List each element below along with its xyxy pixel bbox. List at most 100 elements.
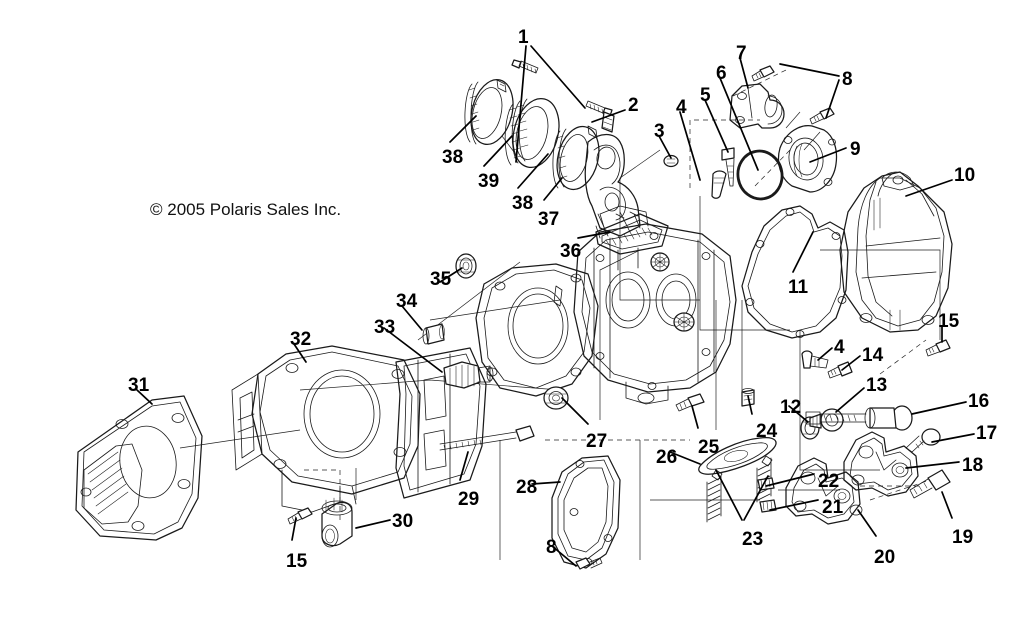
callout-intake-manifold-stud: 2 <box>628 95 639 116</box>
callout-intake-manifold-gasket: 36 <box>560 241 582 262</box>
leader-line-cylinder-stud-bolt-0 <box>459 451 469 481</box>
callout-washer: 13 <box>866 375 888 396</box>
part-20-rocker-arm-intake <box>785 457 863 525</box>
part-29-cylinder-stud-bolt <box>439 425 535 451</box>
callout-cylinder-head-bolt: 25 <box>698 437 720 458</box>
leader-line-rocker-shaft-bolt-0 <box>941 491 953 519</box>
part-28-tensioner-cover-gasket <box>551 455 621 569</box>
part-27-valve-stem-seal-lower <box>543 386 569 410</box>
callout-dowel-pin: 24 <box>756 421 778 442</box>
part-8-flange-bolt-upper <box>751 65 775 82</box>
callout-rocker-shaft: 22 <box>818 471 840 492</box>
leader-line-flange-bolt-1 <box>825 79 840 119</box>
callout-valve-cover-bolt: 14 <box>862 345 884 366</box>
leader-line-oil-jet-0 <box>383 327 443 373</box>
callout-cylinder: 32 <box>290 329 312 350</box>
callout-seal-washer: 12 <box>780 397 802 418</box>
part-3-dowel-pin <box>663 154 679 168</box>
part-17-rocker-adjuster-screw <box>905 428 941 453</box>
leader-line-dowel-sleeve-0 <box>401 305 423 331</box>
leader-line-cylinder-head-dowel-0 <box>817 347 833 361</box>
leader-line-water-outlet-elbow-0 <box>355 519 391 529</box>
part-30-water-outlet-elbow <box>321 497 353 548</box>
leader-line-rocker-arm-adjuster-screw-0 <box>931 433 975 443</box>
callout-flange-bolt: 15 <box>938 311 960 332</box>
callout-water-outlet-elbow: 30 <box>392 511 414 532</box>
leader-line-intake-manifold-0 <box>543 177 563 201</box>
leader-line-water-pump-housing-flange-0 <box>809 147 847 163</box>
part-15-flange-bolt-left <box>287 507 313 525</box>
part-36-intake-manifold-gasket <box>595 213 669 255</box>
part-7-thermostat-housing <box>729 83 785 129</box>
leader-line-cylinder-head-bolt-0 <box>691 405 699 429</box>
part-5-thermostat-housing-bolt <box>721 147 735 187</box>
part-18-rocker-arm-exhaust <box>843 431 919 497</box>
callout-cam-chain-guide-spring: 23 <box>742 529 764 550</box>
leader-line-rocker-shaft-0 <box>769 499 819 511</box>
leader-line-dowel-pin-0 <box>658 135 672 159</box>
leader-line-valve-cover-bolt-0 <box>841 355 861 371</box>
part-31-cylinder-base-gasket <box>75 395 203 541</box>
part-23-cam-chain-spring-left <box>706 469 723 523</box>
leader-line-washer-0 <box>835 387 865 413</box>
part-26-cam-chain-guide <box>698 436 777 475</box>
callout-valve-cover-gasket: 11 <box>788 277 809 298</box>
part-4-cylinder-head-dowel <box>711 170 727 199</box>
copyright-notice: © 2005 Polaris Sales Inc. <box>150 200 342 219</box>
leader-line-thermostat-housing-0 <box>739 57 749 89</box>
leader-line-intake-clamp-screw-0 <box>515 45 527 163</box>
callout-cylinder-stud-bolt: 29 <box>458 489 480 510</box>
leader-line-rocker-shaft-0 <box>765 473 815 487</box>
callout-tensioner-cover-gasket: 28 <box>516 477 538 498</box>
callout-cylinder-head-dowel: 4 <box>834 337 845 358</box>
part-35-valve-stem-seal-upper <box>455 253 477 279</box>
leader-line-flange-bolt-0 <box>779 63 840 77</box>
part-15-flange-bolt-right <box>925 339 951 357</box>
callout-thermostat-housing: 7 <box>736 43 747 64</box>
leader-line-flange-bolt-0 <box>551 545 577 567</box>
callout-thermostat-housing-bolt: 5 <box>700 85 711 106</box>
leader-line-intake-clamp-screw-1 <box>530 45 586 109</box>
part-1-clamp-screw-lower <box>585 100 613 117</box>
leader-line-valve-stem-seal-0 <box>561 397 589 425</box>
cylinder-head-left-face <box>475 263 599 397</box>
part-19-rocker-shaft-bolt <box>909 469 951 499</box>
part-10-valve-cover <box>839 171 953 333</box>
callout-cylinder-head-dowel: 4 <box>676 97 687 118</box>
callout-intake-boot-clamp: 38 <box>442 147 464 168</box>
callout-flange-bolt: 8 <box>546 537 557 558</box>
callout-cam-chain-tensioner-bolt: 16 <box>968 391 990 412</box>
callout-rocker-arm-intake: 20 <box>874 547 896 568</box>
part-21-rocker-shaft-lower <box>759 499 777 513</box>
leader-line-cam-chain-guide-0 <box>669 451 701 465</box>
callout-rocker-shaft-bolt: 19 <box>952 527 974 548</box>
callout-rocker-shaft: 21 <box>822 497 844 518</box>
leader-line-cam-chain-guide-spring-1 <box>743 475 769 521</box>
leader-line-intake-boot-clamp-0 <box>517 153 549 189</box>
callout-intake-boot-clamp: 38 <box>512 193 534 214</box>
callout-cam-chain-guide: 26 <box>656 447 678 468</box>
leader-line-valve-stem-seal-0 <box>439 267 463 283</box>
part-38-intake-boot-clamp-left <box>464 78 514 146</box>
callout-water-pump-housing-flange: 9 <box>850 139 861 160</box>
part-25-cylinder-head-bolt <box>675 393 705 412</box>
part-9-water-pump-flange <box>777 125 838 193</box>
leader-line-intake-boot-0 <box>483 135 513 167</box>
leader-line-cylinder-0 <box>293 343 307 363</box>
leader-line-cam-chain-guide-spring-0 <box>715 469 743 521</box>
callout-dowel-pin: 3 <box>654 121 665 142</box>
part-8-flange-bolt-lower <box>809 107 835 125</box>
leader-line-o-ring-0 <box>719 77 759 171</box>
leader-line-thermostat-housing-bolt-0 <box>704 99 729 153</box>
leader-line-intake-manifold-gasket-0 <box>577 231 611 239</box>
callout-rocker-arm-exhaust: 18 <box>962 455 984 476</box>
leader-line-tensioner-cover-gasket-0 <box>531 481 561 485</box>
leader-line-seal-washer-0 <box>788 405 809 423</box>
leader-line-cylinder-head-dowel-0 <box>679 111 701 181</box>
part-33-oil-jet <box>443 361 494 389</box>
callout-flange-bolt: 8 <box>842 69 853 90</box>
callout-intake-clamp-screw: 1 <box>518 27 529 48</box>
leader-line-intake-manifold-stud-0 <box>591 109 626 123</box>
